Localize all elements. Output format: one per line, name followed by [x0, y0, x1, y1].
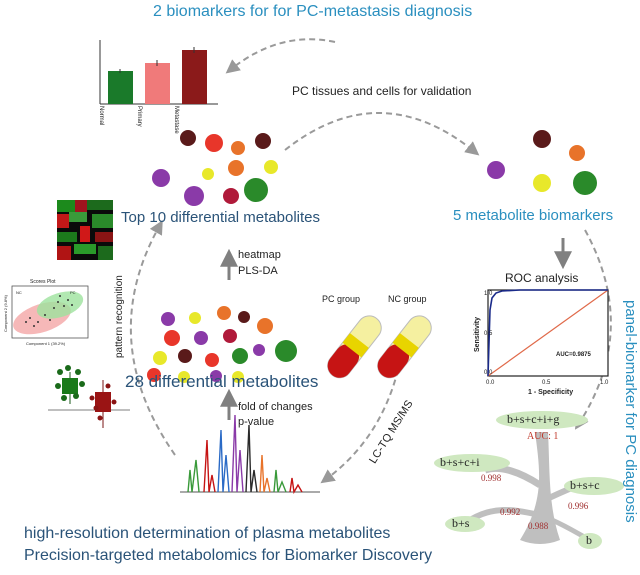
tree-node-top: b+s+c+i+g — [507, 412, 560, 426]
scores-xlabel: Component 1 (39.2%) — [26, 341, 66, 346]
roc-tick-x-left: 0.0 — [486, 380, 495, 386]
decision-tree — [434, 411, 624, 549]
tree-value-4: 0.998 — [481, 473, 502, 483]
arrow-tubes-to-spectrum — [320, 369, 399, 484]
bottom-line-2: Precision-targeted metabolomics for Biom… — [24, 547, 433, 564]
twentyeight-dots — [147, 306, 297, 383]
cycle-arrows — [129, 38, 612, 484]
tree-value-3: 0.996 — [568, 501, 589, 511]
blood-tubes — [327, 315, 432, 379]
bottom-line-1: high-resolution determination of plasma … — [24, 525, 391, 542]
validation-label: PC tissues and cells for validation — [292, 84, 472, 98]
roc-auc: AUC=0.9875 — [556, 352, 591, 358]
panel-label: panel-biomarker for PC diagnosis — [622, 300, 639, 523]
scores-plot — [11, 285, 89, 339]
tree-value-1: 0.988 — [528, 521, 549, 531]
roc-tick-x-right: 1.0 — [600, 380, 609, 386]
heatmap-label: heatmap — [238, 249, 281, 261]
plsda-label: PLS-DA — [238, 265, 278, 277]
bar-label-normal: Normal — [98, 106, 104, 126]
box-plots — [48, 365, 130, 428]
top10-dots — [152, 130, 278, 206]
nc-tube — [377, 315, 432, 379]
scores-title: Scores Plot — [30, 279, 56, 285]
bar-metastase — [182, 50, 207, 104]
pvalue-label: p-value — [238, 416, 275, 428]
arrow-top10-to-five — [284, 112, 480, 156]
metastasis-bar-chart — [99, 40, 218, 105]
roc-tick-y-mid: 0.5 — [484, 331, 493, 337]
tree-value-2: 0.992 — [500, 507, 521, 517]
twentyeight-label: 28 differential metabolites — [125, 372, 319, 391]
arrow-validation-to-top — [225, 38, 336, 74]
scores-legend-pc: PC — [70, 290, 76, 295]
five-dots — [487, 130, 597, 195]
fold-label: fold of changes — [238, 401, 313, 413]
heatmap-thumbnail — [57, 200, 113, 260]
roc-xlabel: 1 - Specificity — [528, 389, 574, 396]
top-title: 2 biomarkers for for PC-metastasis diagn… — [153, 3, 473, 20]
five-label: 5 metabolite biomarkers — [453, 207, 614, 224]
bar-primary — [145, 63, 170, 104]
roc-tick-x-mid: 0.5 — [542, 380, 551, 386]
roc-tick-y-top: 1.0 — [484, 291, 493, 297]
tree-node-2: b+s — [452, 516, 470, 530]
bar-normal — [108, 71, 133, 104]
mass-spectrum — [180, 414, 320, 495]
roc-tick-y-bottom: 0.0 — [484, 370, 493, 376]
arrow-bottom-loop — [129, 220, 176, 456]
scores-legend-nc: NC — [16, 290, 22, 295]
arrow-five-to-tree — [574, 229, 612, 430]
top10-label: Top 10 differential metabolites — [121, 209, 321, 226]
bar-label-metastase: Metastase — [173, 106, 179, 134]
scores-ylabel: Component 2 (9.8%) — [3, 295, 8, 332]
roc-ylabel: Sensitivity — [474, 316, 481, 352]
pc-tube — [327, 315, 382, 379]
roc-title: ROC analysis — [505, 271, 579, 285]
pc-group-label: PC group — [322, 294, 361, 304]
tree-node-1: b — [586, 533, 592, 547]
roc-plot — [487, 289, 609, 377]
tree-auc: AUC: 1 — [527, 431, 559, 442]
bar-label-primary: Primary — [136, 106, 142, 127]
solid-arrows — [220, 238, 572, 420]
tree-node-4: b+s+c+i — [440, 455, 480, 469]
pattern-label: pattern recognition — [114, 275, 125, 358]
tree-node-3: b+s+c — [570, 478, 600, 492]
nc-group-label: NC group — [388, 294, 427, 304]
